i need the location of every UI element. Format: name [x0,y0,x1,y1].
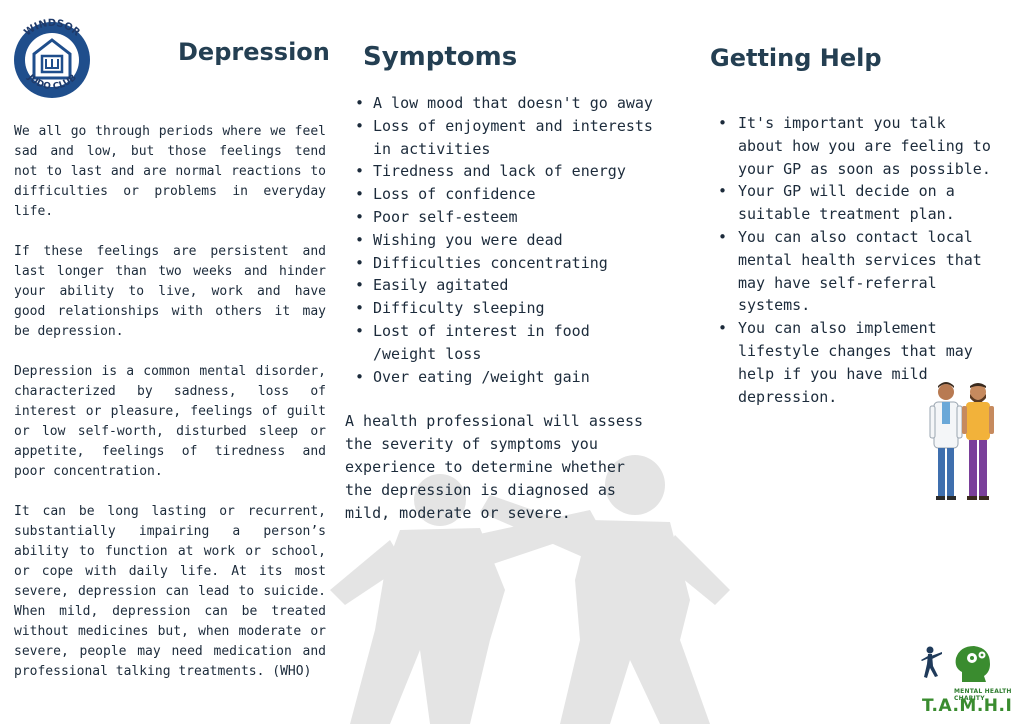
depression-paragraph: It can be long lasting or recurrent, sub… [14,504,326,679]
windsor-judo-club-logo: WINDSOR JUDO CLUB [14,18,90,98]
help-item: You can also implement lifestyle changes… [718,317,998,408]
assessment-note: A health professional will assess the se… [345,412,644,522]
martial-arts-silhouette [330,455,730,724]
tamhi-name: T.A.M.H.I [922,696,1013,716]
symptoms-list: A low mood that doesn't go away Loss of … [345,92,655,388]
depression-paragraph: If these feelings are persistent and las… [14,244,326,339]
symptom-item: Wishing you were dead [345,229,655,252]
help-item: Your GP will decide on a suitable treatm… [718,180,998,226]
depression-section: We all go through periods where we feel … [14,122,326,702]
depression-heading: Depression [178,38,330,66]
tamhi-charity-logo [921,646,990,682]
help-item: You can also contact local mental health… [718,226,998,317]
symptom-item: Loss of confidence [345,183,655,206]
depression-paragraph: Depression is a common mental disorder, … [14,364,326,479]
symptom-item: Tiredness and lack of energy [345,160,655,183]
symptom-item: Over eating /weight gain [345,366,655,389]
symptom-item: Difficulty sleeping [345,297,655,320]
symptoms-section: A low mood that doesn't go away Loss of … [345,92,655,524]
tamhi-tagline: MENTAL HEALTH CHARITY [954,688,1012,702]
getting-help-heading: Getting Help [710,44,882,72]
symptom-item: Easily agitated [345,274,655,297]
help-item: It's important you talk about how you ar… [718,112,998,180]
getting-help-section: It's important you talk about how you ar… [718,112,998,408]
help-list: It's important you talk about how you ar… [718,112,998,408]
symptom-item: Difficulties concentrating [345,252,655,275]
symptom-item: Loss of enjoyment and interests in activ… [345,115,655,161]
doctor-and-patient-illustration [929,382,994,500]
symptom-item: A low mood that doesn't go away [345,92,655,115]
depression-paragraph: We all go through periods where we feel … [14,124,326,219]
symptoms-heading: Symptoms [363,42,518,72]
symptom-item: Poor self-esteem [345,206,655,229]
symptom-item: Lost of interest in food /weight loss [345,320,655,366]
